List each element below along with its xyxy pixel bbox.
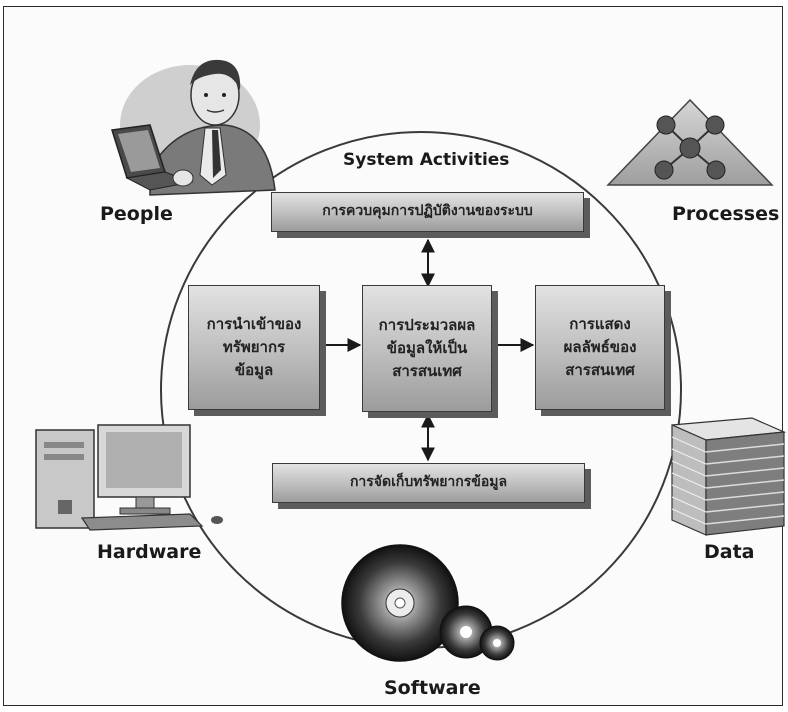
- control-activity-text: การควบคุมการปฏิบัติงานของระบบ: [322, 203, 533, 220]
- people-label: People: [100, 203, 173, 225]
- hardware-icon: [35, 424, 223, 531]
- storage-activity-text: การจัดเก็บทรัพยากรข้อมูล: [349, 474, 508, 491]
- processing-activity-box: การประมวลผลข้อมูลให้เป็นสารสนเทศ: [362, 285, 492, 412]
- processing-activity-text: การประมวลผลข้อมูลให้เป็นสารสนเทศ: [378, 315, 476, 381]
- processes-icon: [606, 98, 774, 186]
- system-activities-title: System Activities: [343, 150, 510, 170]
- software-label: Software: [384, 677, 481, 699]
- data-label: Data: [704, 541, 755, 563]
- input-activity-text: การนำเข้าของทรัพยากรข้อมูล: [206, 314, 302, 380]
- output-activity-box: การแสดงผลลัพธ์ของสารสนเทศ: [535, 285, 665, 410]
- storage-activity-box: การจัดเก็บทรัพยากรข้อมูล: [272, 463, 585, 503]
- output-activity-text: การแสดงผลลัพธ์ของสารสนเทศ: [563, 314, 637, 380]
- input-activity-box: การนำเข้าของทรัพยากรข้อมูล: [188, 285, 320, 410]
- control-activity-box: การควบคุมการปฏิบัติงานของระบบ: [271, 192, 584, 232]
- processes-label: Processes: [672, 203, 780, 225]
- hardware-label: Hardware: [97, 541, 202, 563]
- data-icon: [671, 417, 787, 536]
- software-icon: [341, 544, 515, 662]
- people-icon: [111, 59, 276, 196]
